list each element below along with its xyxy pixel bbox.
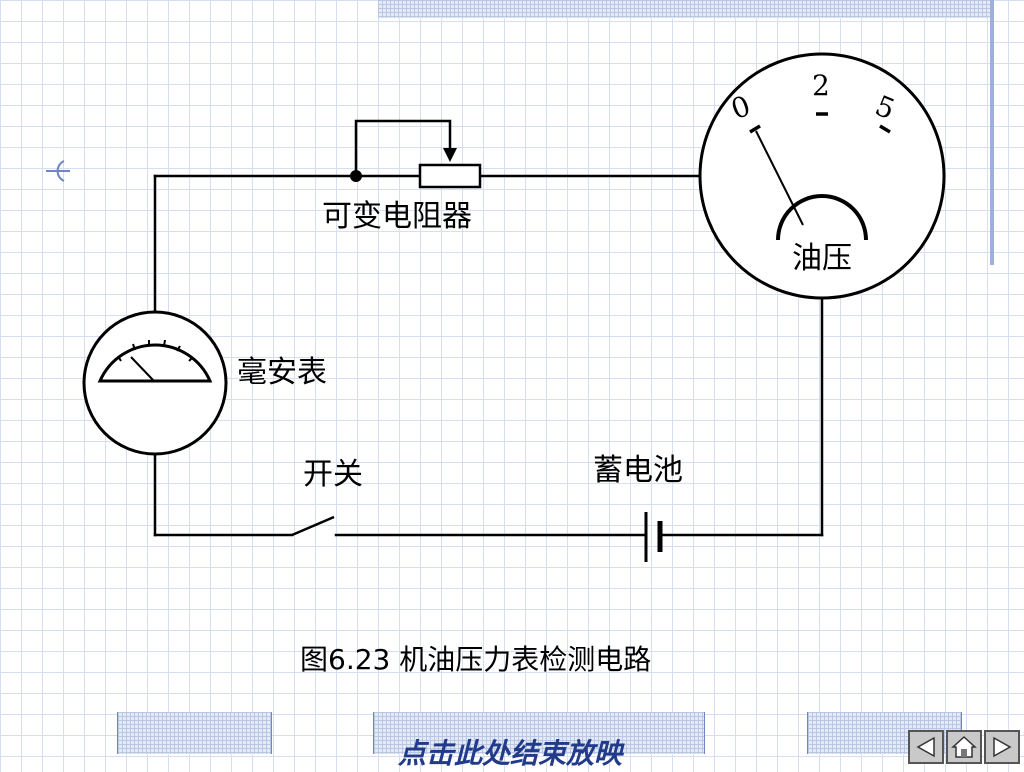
figure-caption: 图6.23 机油压力表检测电路 (300, 643, 652, 676)
previous-triangle-icon (916, 736, 935, 758)
rheostat-arrow (443, 148, 457, 162)
bottom-strip-middle (373, 712, 705, 754)
top-decor-band (378, 0, 990, 18)
bottom-strip-left (117, 712, 272, 754)
home-button[interactable] (946, 730, 982, 764)
rheostat-label: 可变电阻器 (322, 199, 472, 234)
battery-label: 蓄电池 (593, 453, 683, 488)
oil-pressure-label: 油压 (792, 241, 852, 276)
switch-label: 开关 (303, 457, 363, 492)
rheostat-body (418, 163, 482, 189)
home-icon (951, 735, 977, 758)
gauge-scale-two: 2 (812, 69, 830, 102)
switch-blade (291, 515, 335, 537)
end-show-link[interactable]: 点击此处结束放映 (398, 737, 623, 770)
milliammeter-symbol (82, 310, 228, 456)
rheostat-slider-wire (354, 119, 452, 178)
bullet-mark-icon (46, 160, 70, 182)
prev-slide-button[interactable] (908, 730, 944, 764)
right-decor-band (990, 0, 994, 265)
next-slide-button[interactable] (984, 730, 1020, 764)
oil-pressure-gauge (698, 52, 946, 300)
junction-dot (350, 170, 362, 182)
next-triangle-icon (993, 736, 1012, 758)
milliammeter-label: 毫安表 (237, 355, 327, 390)
